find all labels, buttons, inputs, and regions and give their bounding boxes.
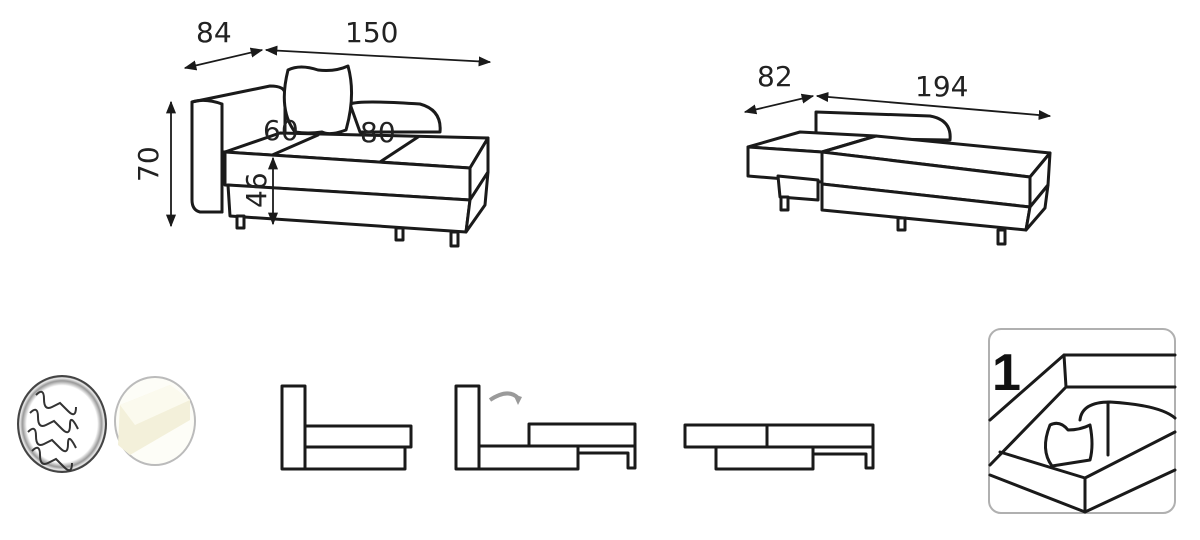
- folding-step-1: [280, 384, 413, 471]
- spring-icon: [17, 375, 107, 473]
- dim-depth-label: 84: [196, 16, 232, 49]
- dim-height-label: 70: [132, 146, 165, 182]
- bed-drawing: 82 194: [743, 60, 1052, 246]
- dim-seat-depth-left-label: 60: [263, 114, 299, 147]
- foam-icon: [114, 376, 196, 466]
- step-number: 1: [992, 344, 1021, 402]
- folding-step-3: [683, 423, 875, 471]
- bed-dim-depth-label: 82: [757, 60, 793, 93]
- storage-mechanism-panel: 1: [988, 328, 1177, 514]
- dim-width-label: 150: [345, 16, 398, 49]
- backrest: [348, 100, 442, 134]
- dim-seat-height-label: 46: [240, 172, 273, 208]
- dim-seat-depth-right-label: 80: [360, 116, 396, 149]
- bed-dim-width-label: 194: [915, 70, 968, 103]
- folding-step-2: [454, 384, 637, 471]
- sofa-drawing: 84 150 70 60 80 46: [132, 16, 492, 248]
- pillow-in-storage: [1044, 421, 1094, 468]
